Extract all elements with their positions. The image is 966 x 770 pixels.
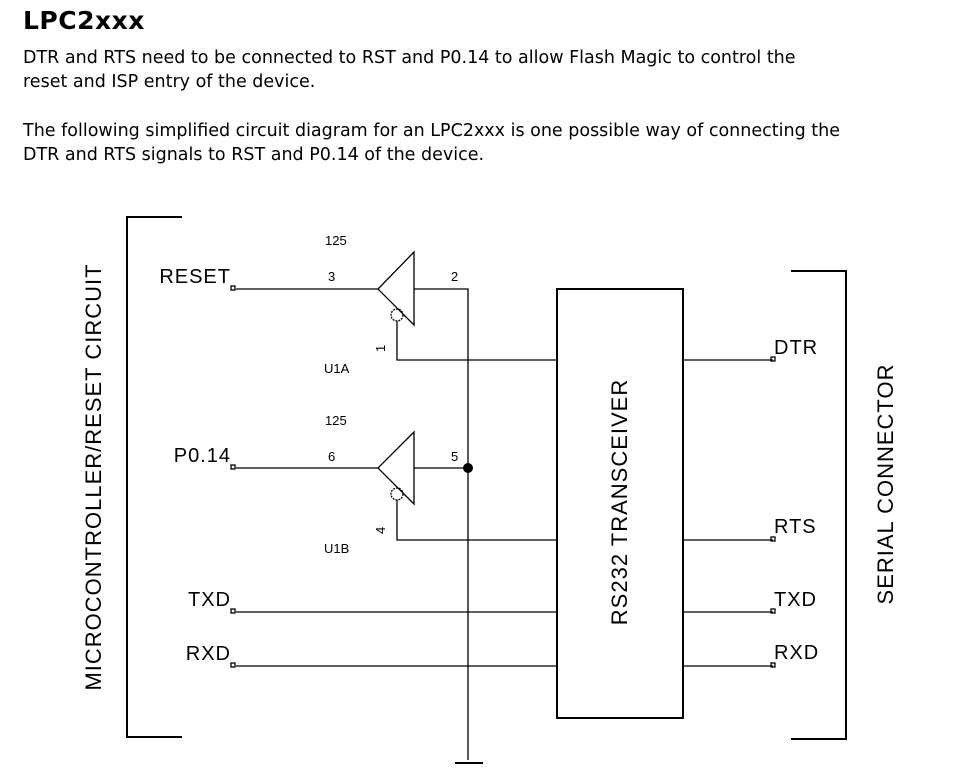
junction-dot [463,463,473,473]
rts-enable-wire [396,500,557,541]
u1a-enable-pin: 1 [373,345,388,352]
u1a-output-pin: 2 [451,269,458,284]
description-line-2: DTR and RTS signals to RST and P0.14 of … [23,145,485,165]
pin-dtr [770,356,776,362]
u1a-designator: U1A [324,361,350,376]
u1b-part-number: 125 [325,413,347,428]
pin-txd-left [230,608,236,614]
buffer-u1a-enable-bubble [390,308,404,322]
left-block-label: MICROCONTROLLER/RESET CIRCUIT [81,263,106,690]
label-dtr: DTR [774,337,818,359]
buffer-u1b-enable-bubble [390,487,404,501]
right-block-label: SERIAL CONNECTOR [873,364,898,605]
pin-rxd-right [770,662,776,668]
u1b-input-pin: 6 [328,449,335,464]
transceiver-label: RS232 TRANSCEIVER [607,379,632,625]
intro-paragraph: DTR and RTS need to be connected to RST … [23,46,796,94]
u1b-enable-pin: 4 [373,527,388,534]
u1b-output-pin: 5 [451,449,458,464]
page-title: LPC2xxx [23,6,145,35]
u1b-designator: U1B [324,541,349,556]
u1a-part-number: 125 [325,233,347,248]
pin-rts [770,536,776,542]
pin-txd-right [770,608,776,614]
u1a-output-wire [414,288,469,760]
pin-rxd-left [230,662,236,668]
label-rxd-left: RXD [186,643,231,665]
dtr-enable-wire [396,321,557,361]
pin-reset [230,285,236,291]
u1a-input-pin: 3 [328,269,335,284]
label-rxd-right: RXD [774,642,819,664]
label-rts: RTS [774,516,817,538]
right-block-bracket [791,270,847,740]
label-reset: RESET [159,266,231,288]
intro-line-1: DTR and RTS need to be connected to RST … [23,48,796,68]
label-txd-right: TXD [774,589,817,611]
description-paragraph: The following simplified circuit diagram… [23,119,840,167]
pin-p014 [230,464,236,470]
label-txd-left: TXD [188,589,231,611]
label-p014: P0.14 [174,445,231,467]
buffer-u1b [377,430,415,506]
intro-line-2: reset and ISP entry of the device. [23,72,316,92]
buffer-u1a [377,250,415,327]
left-block-bracket [126,216,182,738]
description-line-1: The following simplified circuit diagram… [23,121,840,141]
transceiver-box [556,288,684,719]
